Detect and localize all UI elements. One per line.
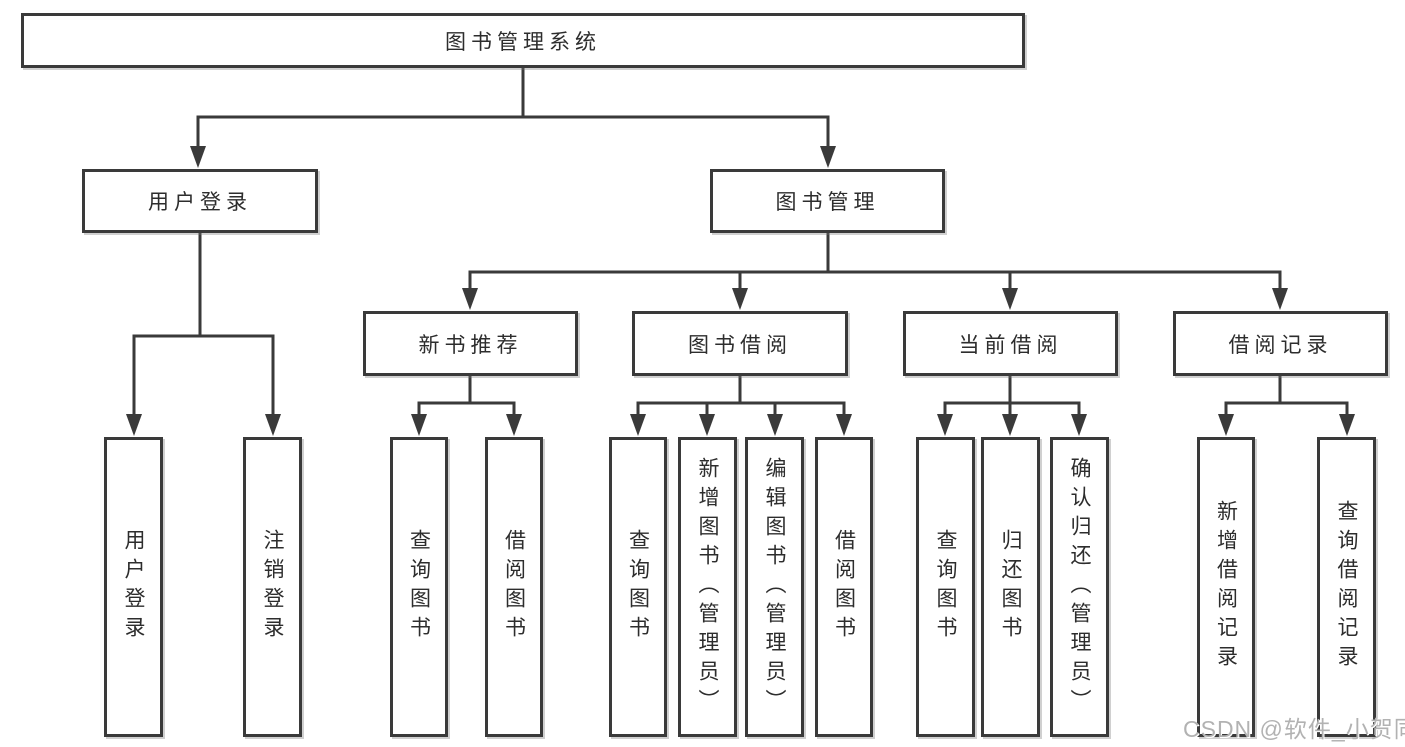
node-new-book-recommendation: 新书推荐 <box>363 311 578 376</box>
node-leaf-add-books-admin: 新增图书（管理员） <box>678 437 737 737</box>
node-borrowing-records: 借阅记录 <box>1173 311 1388 376</box>
node-book-borrowing: 图书借阅 <box>632 311 848 376</box>
node-leaf-return-books: 归还图书 <box>981 437 1040 737</box>
node-leaf-logout: 注销登录 <box>243 437 302 737</box>
node-user-login-branch: 用户登录 <box>82 169 318 233</box>
node-leaf-confirm-return-admin: 确认归还（管理员） <box>1050 437 1109 737</box>
node-leaf-add-borrow-record: 新增借阅记录 <box>1197 437 1255 737</box>
node-leaf-user-login: 用户登录 <box>104 437 163 737</box>
node-book-management-branch: 图书管理 <box>710 169 945 233</box>
watermark: CSDN @软件_小贺同学 <box>1183 716 1405 742</box>
node-leaf-borrow-books: 借阅图书 <box>815 437 873 737</box>
node-leaf-query-books-current: 查询图书 <box>916 437 975 737</box>
node-leaf-query-borrow-record: 查询借阅记录 <box>1317 437 1376 737</box>
node-leaf-borrow-books-recommend: 借阅图书 <box>485 437 543 737</box>
node-leaf-query-books-borrow: 查询图书 <box>609 437 667 737</box>
node-library-management-system: 图书管理系统 <box>21 13 1025 68</box>
node-current-borrowing: 当前借阅 <box>903 311 1118 376</box>
node-leaf-query-books-recommend: 查询图书 <box>390 437 448 737</box>
node-leaf-edit-books-admin: 编辑图书（管理员） <box>745 437 804 737</box>
